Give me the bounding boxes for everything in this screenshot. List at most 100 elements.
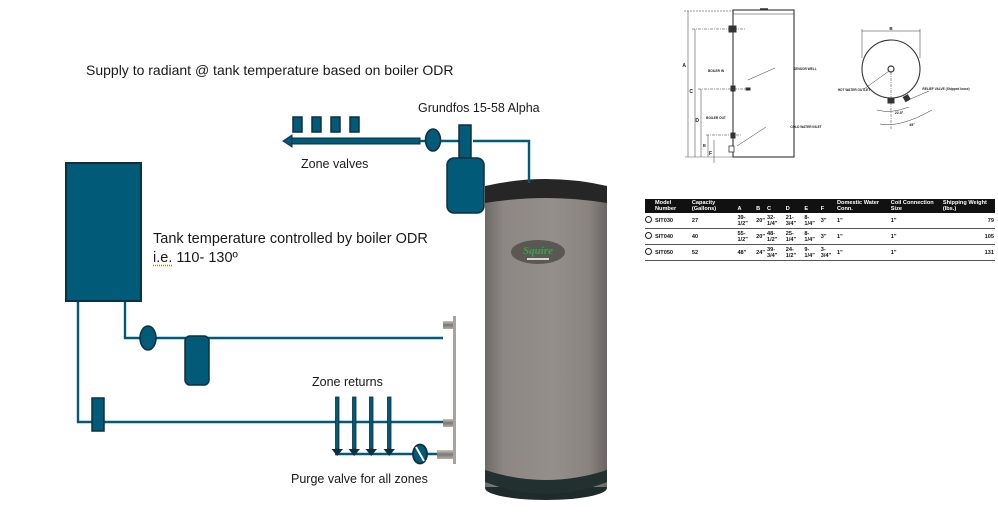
purge-valve[interactable] xyxy=(412,443,428,465)
pump-label: Grundfos 15-58 Alpha xyxy=(418,101,540,115)
header-c: C xyxy=(767,205,772,212)
cell-e: 9-1/4" xyxy=(803,244,820,262)
boiler-circulator[interactable] xyxy=(139,325,157,351)
header-b: B xyxy=(756,205,761,212)
spellcheck-word: i.e. xyxy=(153,250,173,266)
top-view-tank-outline xyxy=(861,39,921,99)
flow-check-valve[interactable] xyxy=(424,128,442,152)
cell-weight: 79 xyxy=(941,213,995,230)
cell-coil-conn: 1" xyxy=(889,244,942,262)
dim-e-label: E xyxy=(703,143,706,148)
cell-d: 25-1/4" xyxy=(784,228,804,246)
header-radio xyxy=(645,199,654,213)
cell-b: 20" xyxy=(755,228,767,246)
tank-top-band xyxy=(485,179,607,203)
tank-temperature-line1: Tank temperature controlled by boiler OD… xyxy=(153,231,428,247)
cell-e: 8-1/4" xyxy=(803,213,820,230)
cell-coil-conn: 1" xyxy=(889,228,942,246)
tank-temperature-line2: i.e. 110- 130º xyxy=(153,249,428,268)
side-view-labels: A C D E F BOILER IN BOILER OUT SENSOR WE… xyxy=(682,63,821,157)
top-view-drawing xyxy=(861,29,933,130)
purge-valve-label: Purge valve for all zones xyxy=(291,472,428,486)
supply-arrow xyxy=(282,134,430,148)
spec-table-header: Model Number Capacity (Gallons) A B C D … xyxy=(645,199,995,214)
logo-oval xyxy=(511,240,565,264)
spec-table: Model Number Capacity (Gallons) A B C D … xyxy=(645,199,995,262)
header-e: E xyxy=(804,205,809,212)
side-fitting-cold xyxy=(728,145,735,153)
brand-logo-text: Squire xyxy=(523,245,553,257)
zone-valves-label: Zone valves xyxy=(301,157,369,171)
side-fitting-boiler-out xyxy=(730,132,736,139)
header-coil-conn: Coil Connection Size xyxy=(890,200,934,212)
cell-capacity: 40 xyxy=(690,228,737,246)
tank-temperature-note: Tank temperature controlled by boiler OD… xyxy=(153,230,428,268)
callout-relief-valve: RELIEF VALVE (Shipped loose) xyxy=(922,87,969,91)
tank-logo-label: Squire xyxy=(511,240,565,264)
callout-hot-water-outlet: HOT WATER OUTLET xyxy=(838,88,871,92)
pipes xyxy=(76,139,531,456)
supply-header-pipe xyxy=(289,137,421,145)
cell-domestic-conn: 1" xyxy=(835,228,890,246)
callout-boiler-in: BOILER IN xyxy=(708,69,725,73)
sensor-well-mark xyxy=(745,87,751,91)
circulator-pump[interactable] xyxy=(446,124,485,214)
supply-note: Supply to radiant @ tank temperature bas… xyxy=(86,62,454,78)
zone-return-1 xyxy=(331,396,343,456)
zone-valve-1[interactable] xyxy=(292,116,303,133)
zone-valve-3[interactable] xyxy=(330,116,341,133)
callout-sensor-well: SENSOR WELL xyxy=(793,67,816,71)
angle-45-label: 45° xyxy=(909,123,915,127)
tank-fitting-lower xyxy=(437,450,453,459)
dim-a-label: A xyxy=(682,63,686,69)
top-view-labels: B HOT WATER OUTLET RELIEF VALVE (Shipped… xyxy=(838,26,970,127)
angle-22-label: 22.5° xyxy=(895,111,904,115)
zone-return-arrows xyxy=(331,396,395,456)
callout-cold-water: COLD WATER INLET xyxy=(790,125,821,129)
zone-valve-4[interactable] xyxy=(349,116,360,133)
row-radio[interactable] xyxy=(645,232,652,240)
logo-subtext xyxy=(527,258,549,260)
cell-a: 39-1/2" xyxy=(736,213,756,230)
zone-return-4 xyxy=(383,396,395,456)
dim-d-label: D xyxy=(695,118,699,124)
cell-c: 39-3/4" xyxy=(766,244,785,262)
cell-weight: 131 xyxy=(941,244,995,262)
header-domestic-conn: Domestic Water Conn. xyxy=(836,200,880,212)
header-f: F xyxy=(820,205,825,212)
zone-valve-2[interactable] xyxy=(311,116,322,133)
zone-return-2 xyxy=(348,396,360,456)
side-fitting-hot xyxy=(728,25,737,33)
table-row: SIT030 27 39-1/2" 20" 32-1/4" 21-3/4" 8-… xyxy=(645,213,995,230)
table-row: SIT040 40 55-1/2" 20" 48-1/2" 25-1/4" 8-… xyxy=(645,228,995,246)
pipe-boiler-supply xyxy=(123,302,443,340)
cell-capacity: 27 xyxy=(690,213,737,230)
cell-c: 48-1/2" xyxy=(766,228,785,246)
cell-f: 3" xyxy=(819,228,836,246)
dim-b-label: B xyxy=(889,26,893,31)
cell-b: 24" xyxy=(755,244,767,262)
cell-d: 21-3/4" xyxy=(784,213,804,230)
header-a: A xyxy=(737,205,742,212)
header-model: Model Number xyxy=(655,200,677,212)
return-component[interactable] xyxy=(91,397,105,432)
purge-valve-slash-icon xyxy=(415,446,425,462)
cell-e: 8-1/4" xyxy=(803,228,820,246)
boiler[interactable] xyxy=(65,162,142,302)
side-view-tank-outline xyxy=(732,9,795,158)
cell-domestic-conn: 1" xyxy=(835,244,890,262)
zone-returns-label: Zone returns xyxy=(312,375,383,389)
pump-stem xyxy=(458,124,472,159)
header-d: D xyxy=(785,205,790,212)
row-radio[interactable] xyxy=(645,248,652,256)
row-radio[interactable] xyxy=(645,216,652,224)
header-weight: Shipping Weight (lbs.) xyxy=(942,200,987,212)
cell-a: 48" xyxy=(736,244,756,262)
air-separator[interactable] xyxy=(184,335,210,386)
storage-tank: Squire xyxy=(437,179,607,500)
arrow-head-icon xyxy=(282,134,293,148)
tank-fitting-middle xyxy=(443,419,453,427)
tank-fitting-shadow xyxy=(453,316,456,464)
cell-domestic-conn: 1" xyxy=(835,213,890,230)
